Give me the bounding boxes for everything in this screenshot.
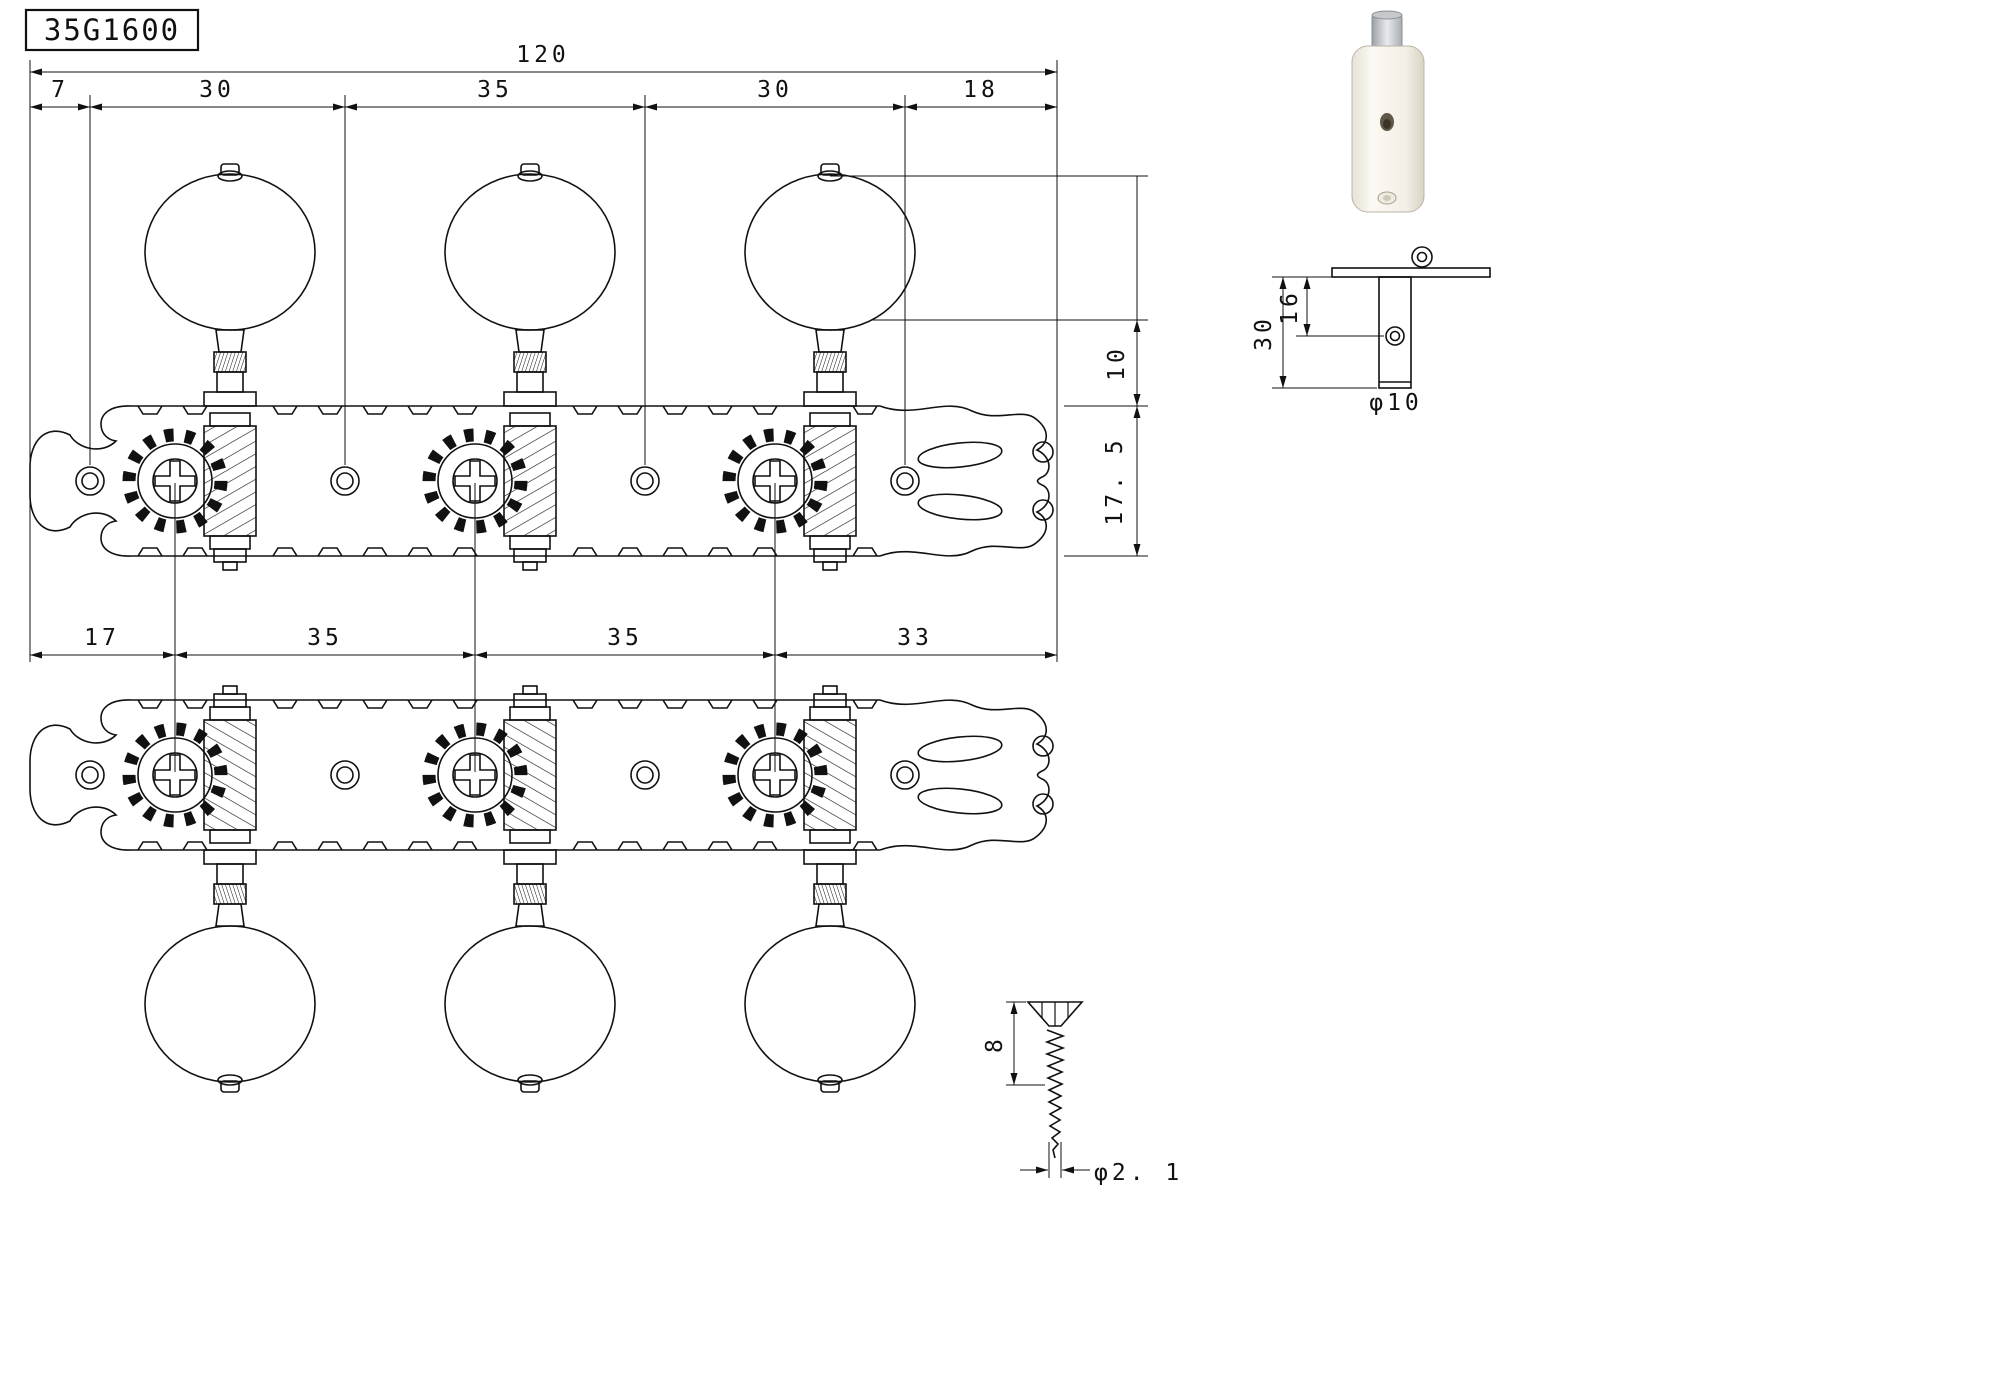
dim-label-plate-height: 17. 5 bbox=[1102, 436, 1128, 525]
dim-label-screw-length: 8 bbox=[982, 1035, 1008, 1053]
post-top-ring-inner bbox=[1416, 251, 1428, 263]
post-string-hole-inner bbox=[1389, 330, 1401, 342]
button-string-hole-inner bbox=[1383, 119, 1391, 129]
post-dimensions bbox=[1272, 276, 1384, 389]
button-bottom-hole-inner bbox=[1383, 195, 1391, 201]
dim-label-post-hole: 16 bbox=[1277, 289, 1303, 325]
string-post bbox=[1378, 276, 1412, 389]
dim-label-post-diameter: φ10 bbox=[1369, 390, 1423, 416]
dim-label-top-35: 35 bbox=[477, 77, 513, 103]
dim-label-top-30a: 30 bbox=[199, 77, 235, 103]
part-number-label: 35G1600 bbox=[44, 13, 180, 47]
dim-label-bottom-35a: 35 bbox=[307, 625, 343, 651]
dim-label-post-length: 30 bbox=[1251, 315, 1277, 351]
dim-label-top-7: 7 bbox=[51, 77, 69, 103]
dim-label-bottom-33: 33 bbox=[897, 625, 933, 651]
back-view bbox=[30, 686, 1053, 1092]
post-string-hole bbox=[1385, 326, 1405, 346]
dim-label-screw-diameter: φ2. 1 bbox=[1094, 1160, 1183, 1186]
part-number-box: 35G1600 bbox=[24, 8, 200, 52]
post-top-ring bbox=[1411, 246, 1433, 268]
post-side-view bbox=[1331, 246, 1491, 389]
screw-detail bbox=[1026, 1001, 1084, 1159]
dim-label-bottom-17: 17 bbox=[84, 625, 120, 651]
button-photo bbox=[1351, 10, 1425, 213]
screw-thread bbox=[1044, 1029, 1066, 1159]
screw-head-slot bbox=[1041, 1002, 1069, 1026]
button-ferrule-top bbox=[1371, 10, 1403, 20]
front-view bbox=[30, 164, 1053, 570]
screw-dimensions bbox=[1006, 1001, 1090, 1178]
extension-lines bbox=[29, 60, 1148, 772]
dim-label-top-30b: 30 bbox=[757, 77, 793, 103]
dim-label-bottom-35b: 35 bbox=[607, 625, 643, 651]
dim-label-top-18: 18 bbox=[963, 77, 999, 103]
dim-label-overall: 120 bbox=[516, 42, 570, 68]
plate-profile bbox=[1331, 267, 1491, 278]
dim-label-knob-clearance: 10 bbox=[1104, 345, 1130, 381]
